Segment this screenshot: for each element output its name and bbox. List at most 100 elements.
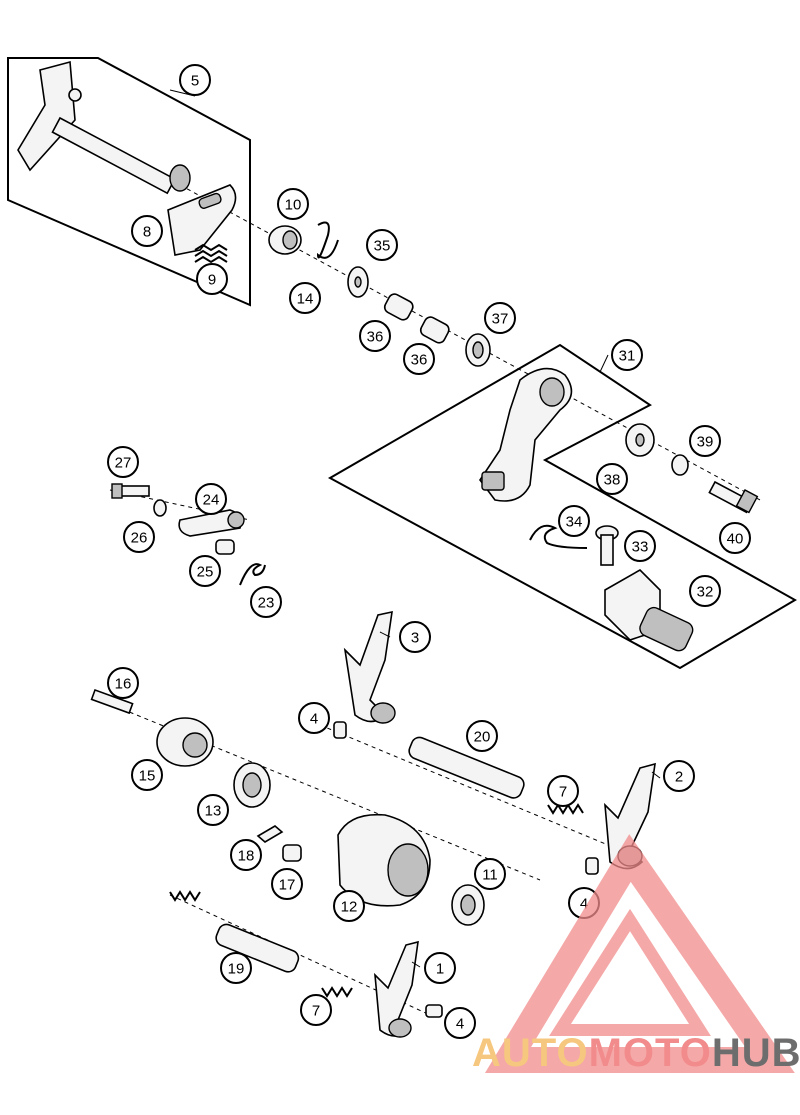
callout-number: 33	[632, 539, 649, 556]
callout-p10: 10	[277, 188, 309, 220]
shift-rod-19-part	[215, 923, 300, 973]
callout-number: 3	[411, 630, 419, 647]
callout-circle	[399, 621, 431, 653]
callout-circle	[424, 952, 456, 984]
callout-circle	[131, 215, 163, 247]
callout-p35: 35	[366, 229, 398, 261]
svg-text:AUTOMOTOHUB: AUTOMOTOHUB	[472, 1031, 800, 1075]
callout-circle	[189, 555, 221, 587]
callout-circle	[298, 702, 330, 734]
callout-number: 36	[411, 352, 428, 369]
callout-number: 1	[436, 961, 444, 978]
washer-26-part	[153, 499, 167, 517]
callout-p5: 5	[179, 64, 211, 96]
callout-number: 23	[258, 595, 275, 612]
guide-pin-4c-part	[425, 1004, 443, 1018]
shift-shaft-part	[17, 60, 191, 195]
callout-p38: 38	[596, 463, 628, 495]
callout-p36b: 36	[403, 343, 435, 375]
bearing-13-part	[233, 762, 271, 808]
shift-fork-3-part	[343, 610, 396, 724]
callout-p36a: 36	[359, 320, 391, 352]
callout-p40: 40	[719, 522, 751, 554]
pin-18-part	[256, 825, 284, 843]
callout-p32: 32	[689, 575, 721, 607]
callout-p18: 18	[230, 839, 262, 871]
callout-number: 12	[341, 899, 358, 916]
callout-number: 4	[310, 711, 318, 728]
callout-circle	[220, 952, 252, 984]
callout-number: 9	[208, 272, 216, 289]
callout-p20: 20	[466, 720, 498, 752]
callout-circle	[624, 530, 656, 562]
collar-10-part	[268, 225, 302, 255]
callout-p33: 33	[624, 530, 656, 562]
shift-shaft-adapter-32-part	[604, 569, 694, 652]
callout-number: 39	[697, 434, 714, 451]
callout-number: 37	[492, 311, 509, 328]
callout-number: 18	[238, 848, 255, 865]
spring-7b-part	[321, 986, 353, 998]
shift-lever-31-part	[479, 367, 573, 502]
callout-circle	[689, 425, 721, 457]
callout-circle	[196, 263, 228, 295]
bolt-40-part	[708, 480, 759, 514]
callout-p8: 8	[131, 215, 163, 247]
callout-number: 8	[143, 224, 151, 241]
callout-circle	[719, 522, 751, 554]
callout-layer: 1234445778910111213141516171819202324252…	[107, 64, 751, 1039]
callout-number: 27	[115, 455, 132, 472]
callout-number: 13	[205, 803, 222, 820]
callout-number: 5	[191, 73, 199, 90]
callout-p13: 13	[197, 794, 229, 826]
callout-number: 36	[367, 329, 384, 346]
callout-circle	[444, 1007, 476, 1039]
callout-circle	[466, 720, 498, 752]
seal-37-part	[465, 333, 491, 367]
callout-number: 32	[697, 584, 714, 601]
bolt-27-part	[111, 483, 150, 499]
retaining-clip-14-part	[316, 221, 339, 259]
callout-number: 16	[115, 676, 132, 693]
bolt-17-part	[282, 844, 302, 862]
callout-number: 20	[474, 729, 491, 746]
callout-p17: 17	[271, 868, 303, 900]
needle-bearing-36b-part	[419, 316, 450, 344]
callout-number: 35	[374, 238, 391, 255]
callout-number: 31	[619, 348, 636, 365]
callout-circle	[596, 463, 628, 495]
callout-p27: 27	[107, 446, 139, 478]
detent-lever-24-part	[178, 509, 245, 537]
callout-circle	[277, 188, 309, 220]
watermark-text: AUTOMOTOHUB	[472, 1031, 800, 1075]
bolt-16-part	[90, 688, 134, 715]
callout-circle	[333, 890, 365, 922]
callout-number: 7	[559, 784, 567, 801]
shift-lever-plate-part	[167, 184, 237, 256]
needle-bearing-36a-part	[383, 293, 414, 321]
watermark-text-moto: MOTO	[589, 1031, 712, 1075]
callout-number: 4	[580, 896, 588, 913]
callout-p4c: 4	[444, 1007, 476, 1039]
spring-7a-part	[547, 803, 584, 815]
callout-circle	[179, 64, 211, 96]
guide-pin-4b-part	[585, 857, 599, 875]
callout-circle	[558, 505, 590, 537]
callout-p24: 24	[195, 483, 227, 515]
callout-number: 15	[139, 768, 156, 785]
callout-number: 40	[727, 531, 744, 548]
callout-circle	[230, 839, 262, 871]
callout-number: 25	[197, 564, 214, 581]
callout-number: 10	[285, 197, 302, 214]
callout-p26: 26	[123, 521, 155, 553]
sleeve-25-part	[215, 539, 235, 555]
callout-p2: 2	[663, 760, 695, 792]
callout-circle	[689, 575, 721, 607]
spring-washer-39-part	[671, 454, 689, 476]
callout-p39: 39	[689, 425, 721, 457]
callout-p7b: 7	[300, 994, 332, 1026]
callout-p9: 9	[196, 263, 228, 295]
pin-33-part	[595, 525, 619, 566]
shift-rod-20-part	[408, 736, 525, 799]
callout-p23: 23	[250, 586, 282, 618]
